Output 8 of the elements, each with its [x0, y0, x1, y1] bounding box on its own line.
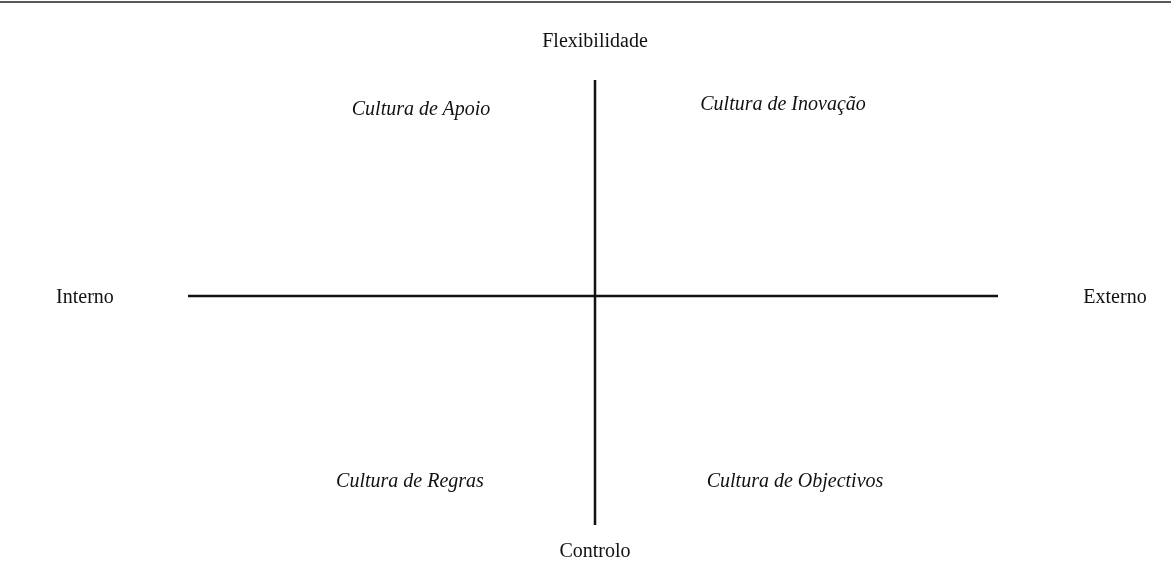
axis-label: Controlo	[559, 538, 631, 562]
axis-label: Flexibilidade	[542, 28, 648, 52]
quadrant-label: Cultura de Apoio	[351, 96, 491, 120]
quadrant-label: Cultura de Inovação	[700, 91, 866, 115]
axis-label: Externo	[1083, 284, 1147, 308]
quadrant-label: Cultura de Regras	[336, 468, 484, 492]
quadrant-label: Cultura de Objectivos	[706, 468, 884, 492]
axis-label: Interno	[56, 284, 114, 308]
